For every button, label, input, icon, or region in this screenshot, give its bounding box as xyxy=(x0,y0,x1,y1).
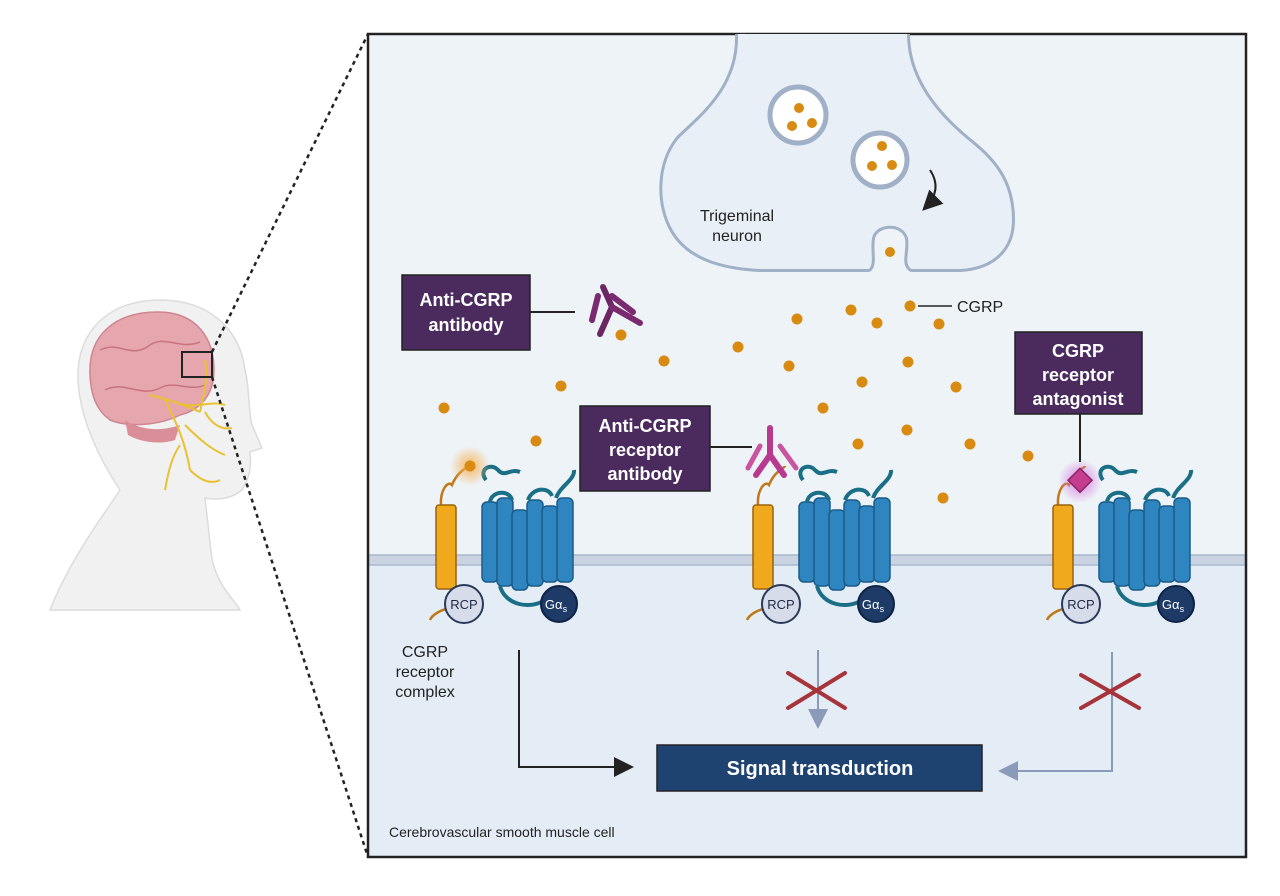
trigeminal-label-2: neuron xyxy=(712,228,762,245)
anti-receptor-label: Anti-CGRP xyxy=(599,416,692,436)
trigeminal-nerve-icon xyxy=(149,359,233,491)
cgrp-dot xyxy=(856,376,868,388)
cgrp-dot xyxy=(817,402,829,414)
anti-cgrp-antibody-box xyxy=(401,274,531,351)
anti-cgrp-antibody-label-2: antibody xyxy=(429,315,504,335)
cgrp-dot xyxy=(732,341,744,353)
bound-cgrp-dot xyxy=(464,460,476,472)
receptor-complex-label-2: receptor xyxy=(396,664,455,681)
gas-label: Gαs xyxy=(862,597,885,614)
cgrp-dot xyxy=(845,304,857,316)
trigeminal-label: Trigeminal xyxy=(700,208,774,225)
cgrp-receptor-complex: RCP Gαs xyxy=(428,464,578,624)
zoom-line-bottom xyxy=(210,376,370,858)
antagonist-label-3: antagonist xyxy=(1032,389,1123,409)
cgrp-label: CGRP xyxy=(957,299,1003,316)
cgrp-receptor-complex: RCP Gαs xyxy=(1045,464,1195,624)
cell-region xyxy=(368,560,1246,857)
signal-transduction-label: Signal transduction xyxy=(727,758,914,780)
anti-cgrp-antibody-label: Anti-CGRP xyxy=(420,290,513,310)
anti-receptor-antibody-icon xyxy=(745,425,799,478)
cgrp-dot xyxy=(852,438,864,450)
trigeminal-neuron: Trigeminal neuron xyxy=(659,33,1015,272)
antagonist-molecule-icon xyxy=(1066,467,1094,494)
cgrp-dot xyxy=(937,492,949,504)
antagonist-label: CGRP xyxy=(1052,341,1104,361)
rcp-label: RCP xyxy=(450,597,477,612)
gas-label: Gαs xyxy=(1162,597,1185,614)
cgrp-dot xyxy=(901,424,913,436)
cgrp-dot xyxy=(902,356,914,368)
signal-arrow-active xyxy=(518,650,634,777)
rcp-label: RCP xyxy=(767,597,794,612)
cgrp-receptor-complex: RCP Gαs xyxy=(745,464,895,624)
gas-label: Gαs xyxy=(545,597,568,614)
anti-receptor-label-3: antibody xyxy=(608,464,683,484)
block-x-mark xyxy=(786,671,847,710)
cgrp-dot xyxy=(964,438,976,450)
cgrp-dot xyxy=(1022,450,1034,462)
cgrp-dot xyxy=(904,300,916,312)
cgrp-dot xyxy=(933,318,945,330)
release-arrow xyxy=(922,169,944,211)
block-x-mark xyxy=(1079,673,1141,710)
cgrp-dot xyxy=(871,317,883,329)
vesicle xyxy=(767,84,829,146)
receptor-complex-label-3: complex xyxy=(395,684,455,701)
cgrp-dot xyxy=(530,435,542,447)
antagonist-label-2: receptor xyxy=(1042,365,1114,385)
cgrp-molecules xyxy=(438,300,1034,504)
vesicle xyxy=(850,130,910,190)
cgrp-dot xyxy=(615,329,627,341)
cgrp-dot xyxy=(658,355,670,367)
brain-icon xyxy=(89,311,215,426)
cgrp-dot xyxy=(791,313,803,325)
anti-receptor-label-2: receptor xyxy=(609,440,681,460)
antagonist-box xyxy=(1014,331,1143,415)
rcp-label: RCP xyxy=(1067,597,1094,612)
cgrp-dot xyxy=(950,381,962,393)
cgrp-dot xyxy=(438,402,450,414)
anti-receptor-antibody-box xyxy=(579,405,711,492)
zoom-line-top xyxy=(210,33,370,353)
signal-transduction-box xyxy=(656,744,983,792)
cgrp-dot xyxy=(783,360,795,372)
zoom-region-box xyxy=(181,351,213,378)
cgrp-dot xyxy=(555,380,567,392)
receptor-complex-label: CGRP xyxy=(402,644,448,661)
anti-cgrp-antibody-icon xyxy=(589,284,643,337)
head-illustration xyxy=(48,299,264,611)
cell-label: Cerebrovascular smooth muscle cell xyxy=(389,824,615,840)
